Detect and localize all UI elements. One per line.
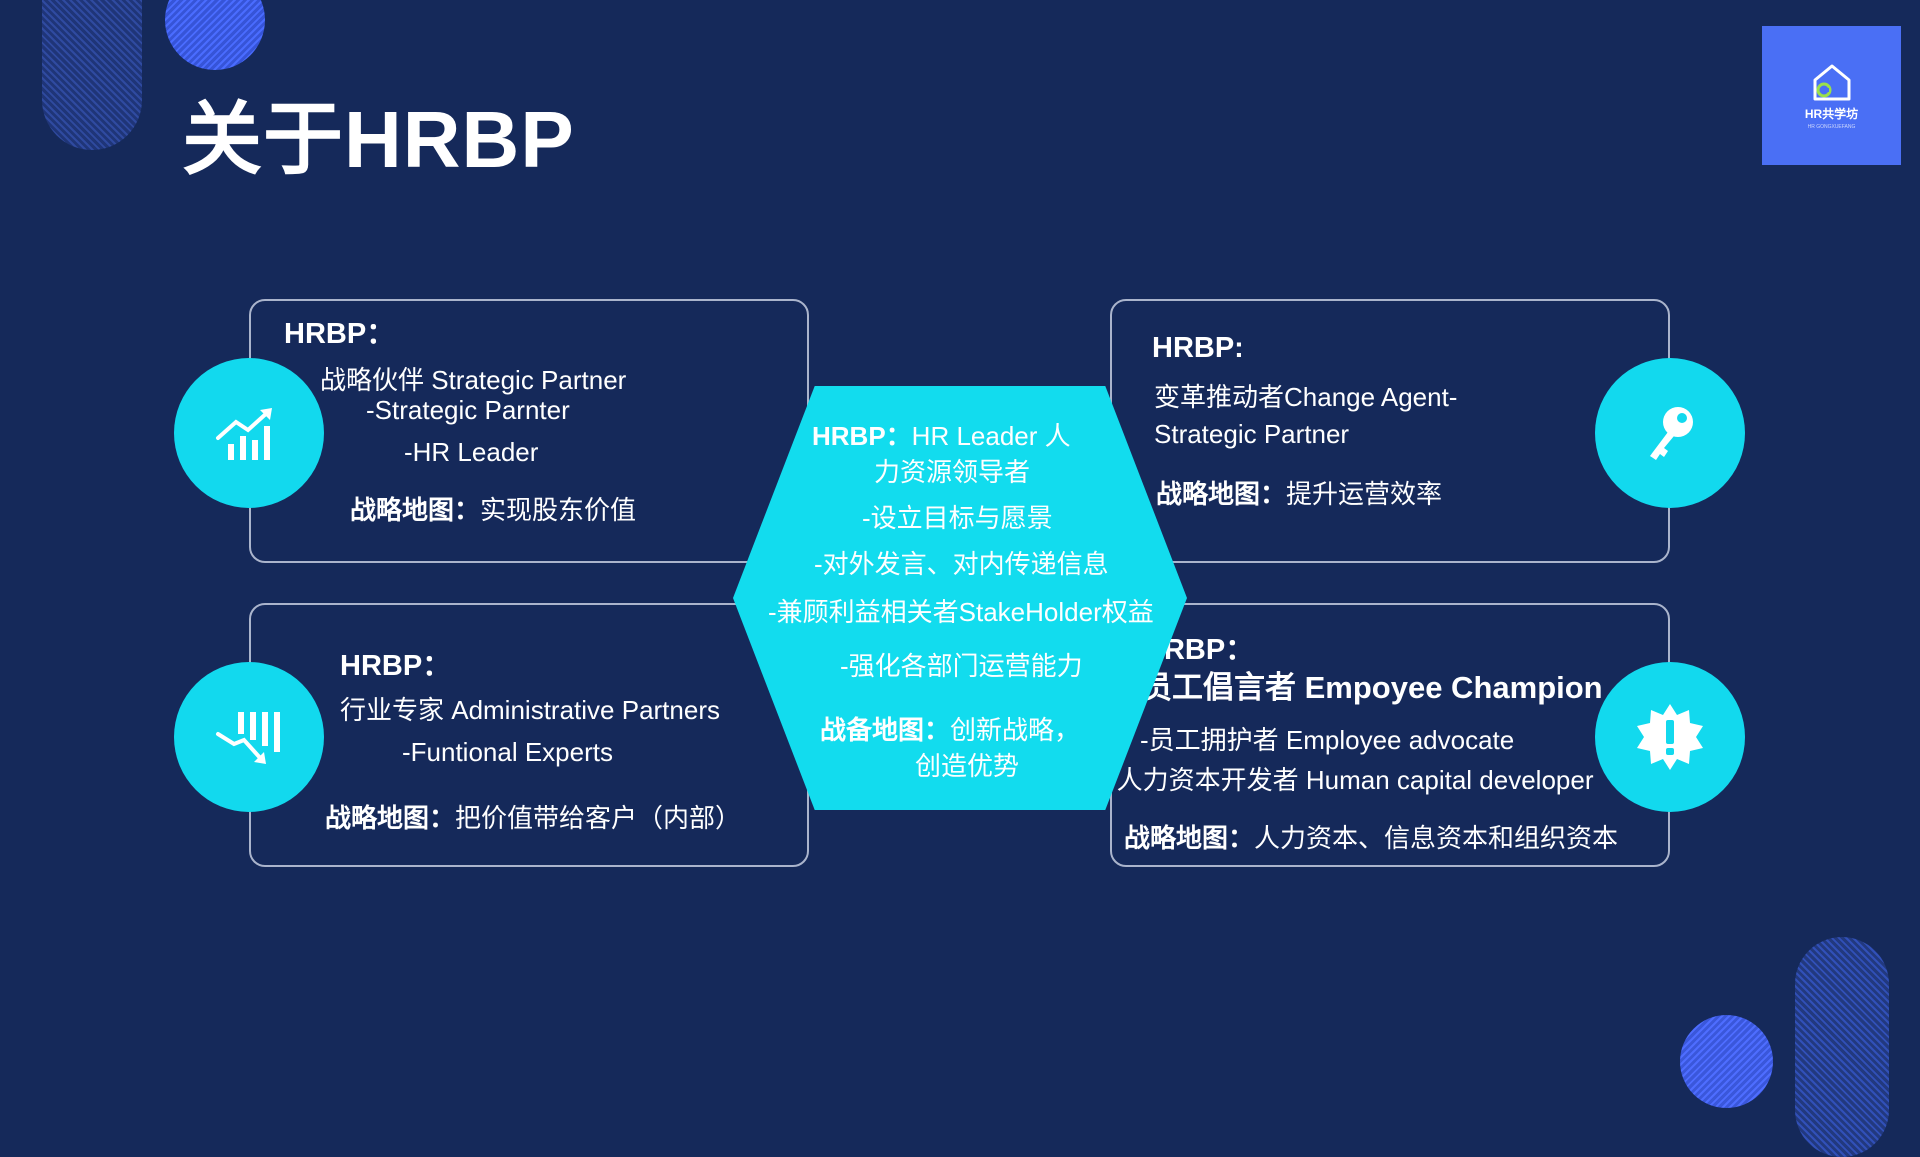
brand-logo: HR共学坊 HR GONGXUEFANG (1762, 26, 1901, 165)
center-heading-line2: 力资源领导者 (874, 457, 1031, 487)
page-title: 关于HRBP (182, 95, 575, 184)
card-tl-map-value: 实现股东价值 (480, 495, 637, 525)
center-hexagon (733, 386, 1187, 810)
card-tr-line2: Strategic Partner (1154, 419, 1350, 449)
card-change-agent (1110, 299, 1670, 563)
card-bl-line1: 行业专家 Administrative Partners (340, 695, 720, 725)
card-tr-line1: 变革推动者Change Agent- (1154, 382, 1458, 412)
card-br-map-value: 人力资本、信息资本和组织资本 (1254, 823, 1619, 853)
card-bl-line2: -Funtional Experts (402, 737, 613, 767)
icon-circle-top-left (174, 358, 324, 508)
card-tr-map-value: 提升运营效率 (1286, 479, 1443, 509)
card-strategic-partner (249, 299, 809, 563)
decorative-circle-bottom (1680, 1015, 1773, 1108)
center-heading-label: HRBP： (812, 421, 912, 451)
alert-badge-icon (1637, 704, 1703, 770)
card-bl-heading: HRBP： (340, 650, 452, 682)
card-tl-line3: -HR Leader (404, 437, 539, 467)
center-heading-value: HR Leader 人 (911, 421, 1071, 451)
growth-chart-icon (216, 408, 272, 460)
card-br-map-label: 战略地图： (1124, 823, 1255, 853)
card-functional-expert (249, 603, 809, 867)
center-map: 战备地图：创新战略， (820, 714, 1080, 746)
center-item-3: -兼顾利益相关者StakeHolder权益 (768, 597, 1154, 627)
card-tl-line2: -Strategic Parnter (366, 395, 570, 425)
card-tl-line1: 战略伙伴 Strategic Partner (320, 365, 627, 395)
icon-circle-top-right (1595, 358, 1745, 508)
card-br-line1: 员工倡言者 Empoyee Champion (1141, 670, 1603, 705)
card-bl-map: 战略地图：把价值带给客户（内部） (325, 802, 741, 834)
center-item-1: -设立目标与愿景 (862, 503, 1053, 533)
card-tl-heading: HRBP： (284, 318, 396, 350)
icon-circle-bottom-left (174, 662, 324, 812)
card-bl-map-label: 战略地图： (325, 803, 456, 833)
center-map-label: 战备地图： (820, 715, 951, 745)
key-icon (1650, 407, 1693, 460)
card-bl-map-value: 把价值带给客户（内部） (455, 803, 742, 833)
logo-text: HR共学坊 (1804, 107, 1859, 121)
card-employee-champion (1110, 603, 1670, 867)
decorative-pill-bottom (1795, 937, 1889, 1157)
icon-circle-bottom-right (1595, 662, 1745, 812)
decorative-circle-top (165, 0, 265, 70)
card-tl-map: 战略地图：实现股东价值 (350, 494, 636, 526)
card-br-line3: -人力资本开发者 Human capital developer (1108, 765, 1594, 795)
center-item-4: -强化各部门运营能力 (840, 651, 1083, 681)
decorative-pill-top (42, 0, 142, 150)
card-tr-heading: HRBP: (1152, 332, 1244, 364)
house-logo-icon (1813, 64, 1850, 101)
center-map-value: 创新战略， (950, 715, 1081, 745)
card-tr-map-label: 战略地图： (1156, 479, 1287, 509)
center-heading: HRBP：HR Leader 人 (812, 420, 1071, 452)
center-item-2: -对外发言、对内传递信息 (814, 549, 1109, 579)
card-br-line2: -员工拥护者 Employee advocate (1140, 725, 1515, 755)
declining-chart-icon (216, 712, 280, 764)
card-br-map: 战略地图：人力资本、信息资本和组织资本 (1124, 822, 1618, 854)
center-map-line2: 创造优势 (915, 751, 1020, 781)
card-tl-map-label: 战略地图： (350, 495, 481, 525)
logo-subtext: HR GONGXUEFANG (1807, 124, 1856, 130)
card-tr-map: 战略地图：提升运营效率 (1156, 478, 1442, 510)
